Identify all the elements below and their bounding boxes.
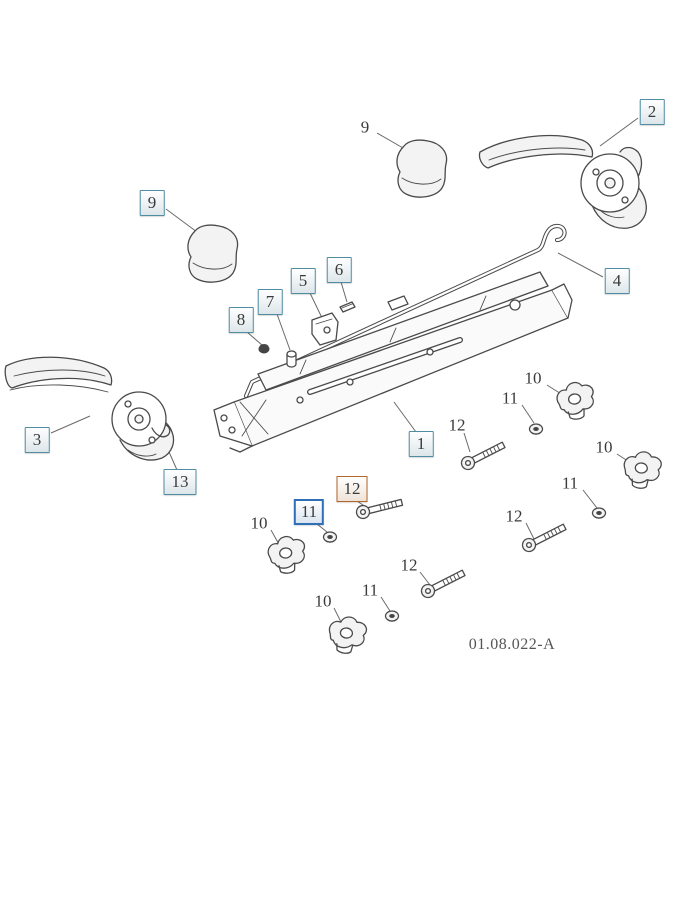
part-bolt-1[interactable]	[458, 438, 508, 473]
callout-2[interactable]: 2	[639, 99, 665, 125]
callout-11-a[interactable]: 11	[501, 388, 519, 408]
part-handle-left[interactable]	[4, 356, 175, 461]
part-star-knob-1[interactable]	[554, 379, 598, 423]
callout-11-d[interactable]: 11	[361, 580, 379, 600]
part-clip[interactable]	[339, 301, 356, 313]
part-star-knob-2[interactable]	[621, 449, 664, 491]
part-cable-end[interactable]	[151, 424, 171, 438]
part-grip-knob-top[interactable]	[396, 139, 448, 198]
callout-3[interactable]: 3	[24, 427, 50, 453]
part-nut-small[interactable]	[258, 344, 270, 354]
part-bracket[interactable]	[311, 312, 339, 346]
part-handle-right[interactable]	[478, 134, 647, 229]
callout-10-c[interactable]: 10	[250, 513, 268, 533]
callout-9-top[interactable]: 9	[360, 117, 370, 137]
part-cap-nut-3[interactable]	[322, 531, 338, 543]
part-grip-knob-left[interactable]	[187, 224, 239, 283]
callout-11-selected[interactable]: 11	[293, 499, 325, 525]
callout-7[interactable]: 7	[257, 289, 283, 315]
callout-8[interactable]: 8	[228, 307, 254, 333]
diagram-reference-code: 01.08.022-A	[468, 636, 556, 653]
part-bolt-4[interactable]	[418, 566, 468, 601]
callout-12-b[interactable]: 12	[505, 506, 523, 526]
part-spacer[interactable]	[286, 350, 297, 368]
callout-1[interactable]: 1	[408, 431, 434, 457]
callout-5[interactable]: 5	[290, 268, 316, 294]
callout-6[interactable]: 6	[326, 257, 352, 283]
callout-4[interactable]: 4	[604, 268, 630, 294]
part-cap-nut-2[interactable]	[591, 507, 607, 519]
part-cap-nut-1[interactable]	[528, 423, 544, 435]
callout-10-a[interactable]: 10	[524, 368, 542, 388]
callout-9-left[interactable]: 9	[139, 190, 165, 216]
callout-11-b[interactable]: 11	[561, 473, 579, 493]
callout-10-b[interactable]: 10	[595, 437, 613, 457]
callout-12-a[interactable]: 12	[448, 415, 466, 435]
part-star-knob-3[interactable]	[266, 534, 308, 576]
part-cap-nut-4[interactable]	[384, 610, 400, 622]
part-rod-hooked[interactable]	[243, 223, 567, 399]
part-main-rail-assembly[interactable]	[213, 271, 573, 453]
callout-10-d[interactable]: 10	[314, 591, 332, 611]
callout-12-d[interactable]: 12	[400, 555, 418, 575]
callout-13[interactable]: 13	[163, 469, 197, 495]
part-star-knob-4[interactable]	[325, 613, 369, 657]
callout-12-selected[interactable]: 12	[336, 476, 368, 502]
